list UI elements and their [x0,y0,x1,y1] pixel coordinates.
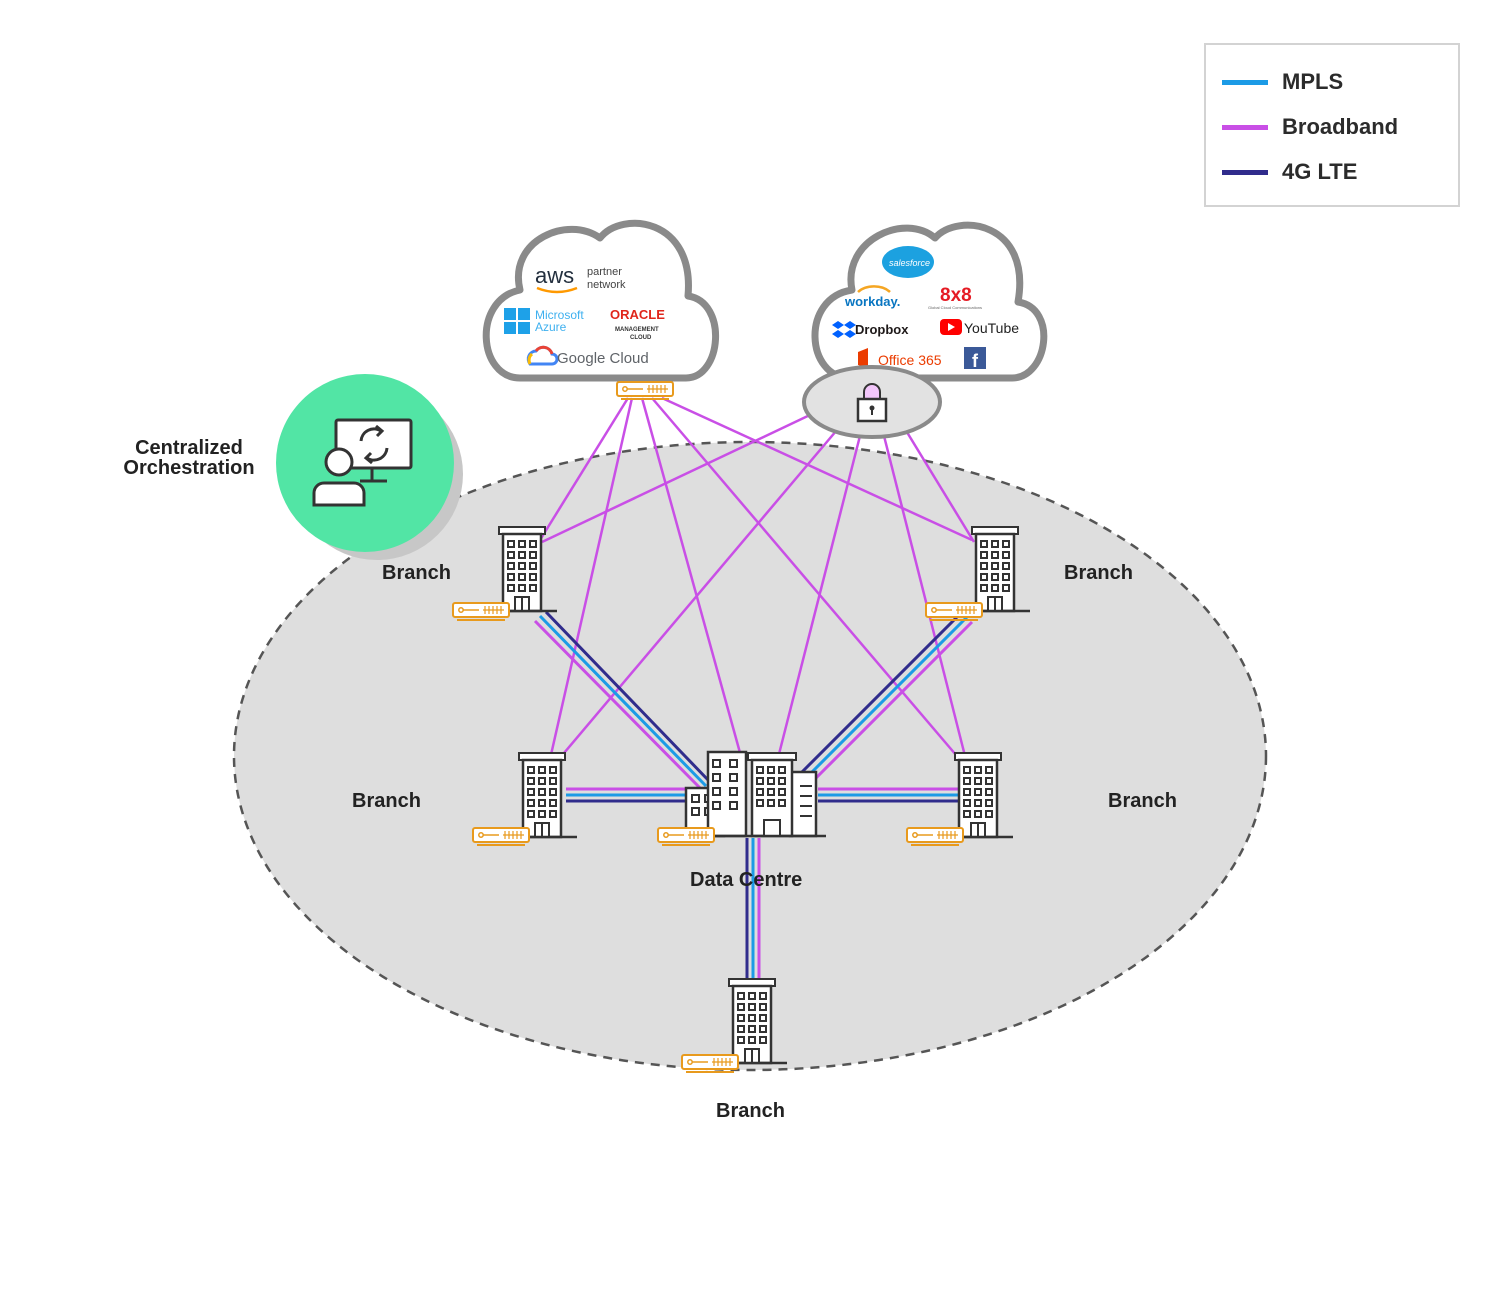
svg-text:Dropbox: Dropbox [855,322,909,337]
svg-text:aws: aws [535,263,574,288]
triple-links [533,610,974,982]
legend-label-lte: 4G LTE [1282,159,1358,184]
lock-icon [856,383,888,423]
legend-item-broadband: Broadband [1222,112,1398,142]
salesforce-logo: salesforce [882,246,934,278]
link-dc-bottom [745,838,761,982]
svg-text:salesforce: salesforce [889,258,930,268]
workday-logo: workday. [844,285,900,309]
svg-text:network: network [587,279,626,291]
branch-mid-right-router [906,827,964,846]
branch-mid-left-label: Branch [352,790,421,812]
orchestration-label-line1: Centralized [135,437,243,459]
svg-text:Microsoft: Microsoft [535,308,584,322]
office-365-logo: Office 365 [858,348,942,368]
8x8-logo: 8x8 Global Cloud Communications [928,285,982,310]
branch-top-left-router [452,602,510,621]
aws-logo: aws partner network [535,263,626,294]
data-centre-router [657,827,715,846]
branch-bottom-label: Branch [716,1100,785,1122]
azure-logo: Microsoft Azure [504,308,584,334]
branch-bottom-router [681,1054,739,1073]
svg-text:Office 365: Office 365 [878,352,942,368]
branch-top-right-label: Branch [1064,562,1133,584]
svg-text:MANAGEMENT: MANAGEMENT [615,327,659,333]
branch-mid-right-label: Branch [1108,790,1177,812]
branch-mid-left-router [472,827,530,846]
branch-top-left-label: Branch [382,562,451,584]
legend-label-mpls: MPLS [1282,69,1344,94]
legend-item-mpls: MPLS [1222,67,1343,97]
branch-top-right-router [925,602,983,621]
google-cloud-logo: Google Cloud [526,345,649,367]
legend-swatch-broadband [1222,124,1268,130]
data-centre[interactable] [657,750,826,846]
facebook-logo: f [964,347,986,371]
broadband-links [538,396,976,773]
iaas-gateway-router[interactable] [616,381,674,400]
orchestration-label-line2: Orchestration [123,457,255,479]
orchestration-label: Centralized Orchestration [104,438,274,478]
legend: MPLS Broadband 4G LTE [1204,43,1460,207]
dropbox-logo: Dropbox [832,321,909,338]
svg-text:Global Cloud Communications: Global Cloud Communications [928,305,982,310]
svg-text:ORACLE: ORACLE [610,307,665,322]
svg-text:CLOUD: CLOUD [630,335,652,341]
youtube-logo: YouTube [940,319,1019,336]
svg-text:workday.: workday. [844,294,900,309]
svg-text:f: f [972,351,979,371]
link-dc-mid-right [818,787,958,803]
oracle-logo: ORACLE MANAGEMENT CLOUD [610,307,665,341]
svg-text:Azure: Azure [535,320,567,334]
iaas-cloud[interactable]: aws partner network Microsoft Azure ORAC… [482,219,720,400]
legend-swatch-mpls [1222,79,1268,85]
admin-monitor-icon [312,418,413,507]
link-dc-top-left [533,610,712,792]
secure-gateway[interactable] [802,365,942,439]
saas-cloud[interactable]: salesforce workday. 8x8 Global Cloud Com… [811,221,1048,382]
svg-text:8x8: 8x8 [940,285,972,306]
legend-label-broadband: Broadband [1282,114,1399,139]
data-centre-label: Data Centre [690,869,803,891]
svg-text:partner: partner [587,266,622,278]
link-dc-top-right [796,610,974,788]
orchestration-node[interactable] [276,374,463,560]
svg-text:YouTube: YouTube [964,320,1019,336]
legend-swatch-lte [1222,169,1268,175]
svg-text:Google Cloud: Google Cloud [557,350,649,367]
link-dc-mid-left [566,787,690,803]
legend-item-lte: 4G LTE [1222,157,1357,187]
